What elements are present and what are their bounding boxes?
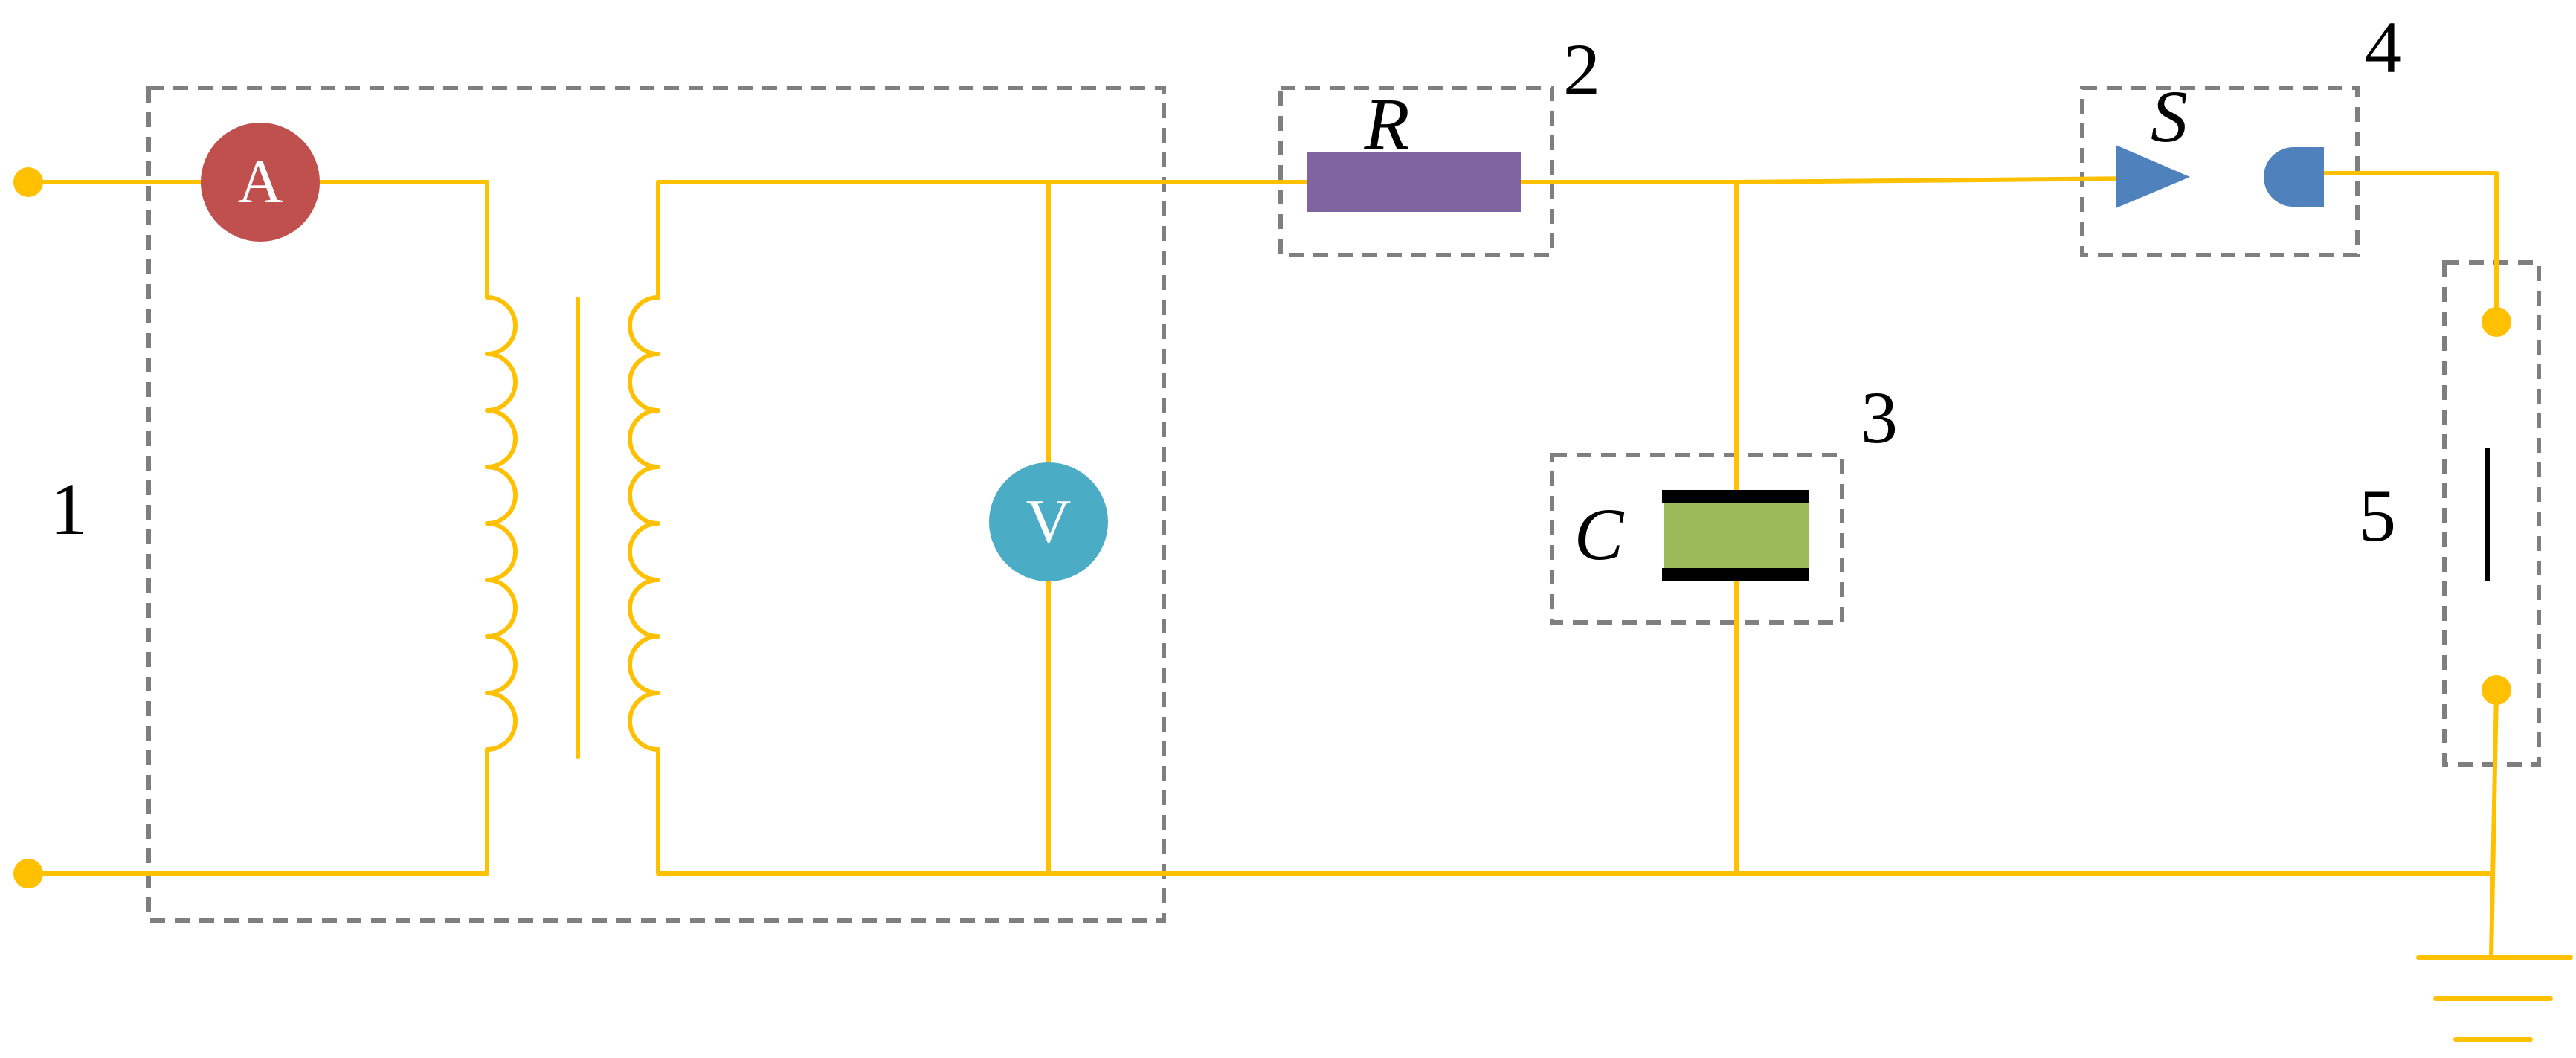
load-terminal-bottom — [2482, 675, 2511, 705]
label-3: 3 — [1861, 376, 1898, 459]
voltmeter-icon — [989, 462, 1108, 581]
label-4: 4 — [2365, 6, 2402, 88]
load-box — [2442, 260, 2541, 767]
label-R: R — [1363, 83, 1409, 165]
label-S: S — [2151, 75, 2188, 158]
ammeter-icon — [201, 123, 320, 242]
capacitor-box — [1550, 453, 1844, 625]
switch-box — [2080, 86, 2360, 257]
capacitor-dielectric — [1664, 497, 1809, 575]
source-box — [146, 86, 1166, 923]
switch-dome-electrode — [2264, 147, 2324, 207]
label-C: C — [1574, 493, 1625, 575]
switch-arrow-electrode — [2116, 145, 2190, 208]
load-terminal-top — [2482, 307, 2511, 337]
label-1: 1 — [50, 468, 87, 550]
wire-load-to-ground — [2489, 688, 2499, 958]
secondary-coil — [628, 180, 660, 876]
label-5: 5 — [2359, 474, 2396, 557]
primary-coil — [485, 180, 518, 876]
input-terminal-bottom — [13, 859, 43, 888]
voltmeter-label: V — [1026, 487, 1072, 556]
label-2: 2 — [1563, 28, 1600, 111]
resistor-icon — [1307, 152, 1521, 212]
resistor-box — [1278, 86, 1554, 257]
wire-switch-to-load — [2318, 171, 2499, 324]
ammeter-label: A — [238, 147, 283, 216]
wire-to-switch — [1734, 176, 2144, 184]
input-terminal-top — [13, 167, 43, 197]
